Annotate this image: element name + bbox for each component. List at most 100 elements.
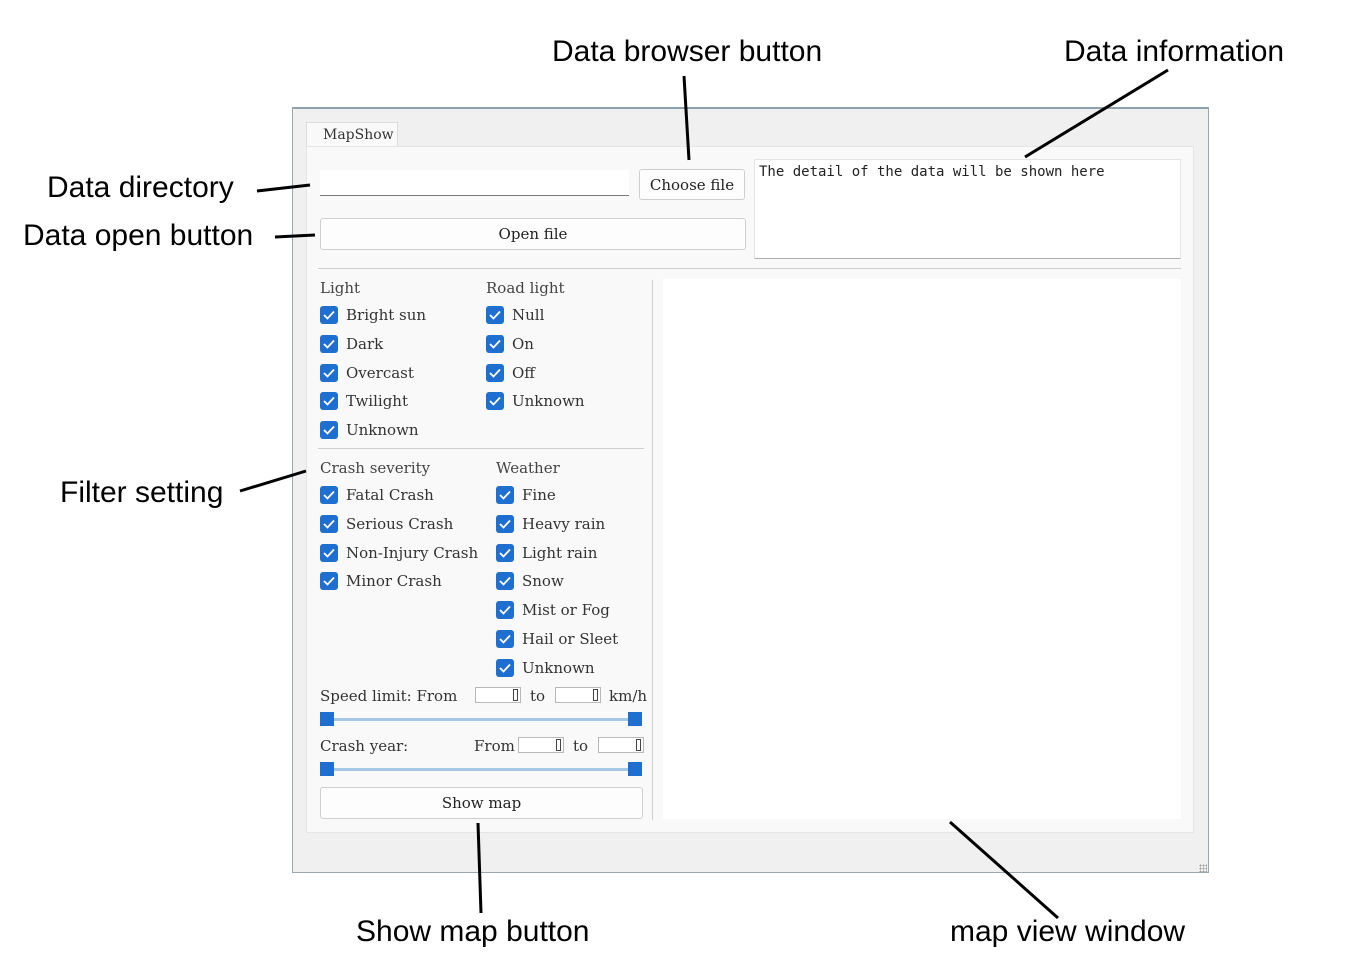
checkbox-non-injury-crash[interactable]: Non-Injury Crash (320, 543, 478, 562)
checkbox-unknown[interactable]: Unknown (486, 392, 585, 411)
top-divider (318, 268, 1181, 269)
checkbox-label: Unknown (522, 658, 595, 677)
checkmark-icon[interactable] (496, 601, 514, 620)
checkbox-overcast[interactable]: Overcast (320, 363, 414, 382)
checkbox-label: Bright sun (346, 306, 427, 324)
checkbox-label: Off (512, 363, 535, 382)
callout-data-open-button: Data open button (23, 219, 254, 252)
checkbox-label: Fine (522, 486, 556, 504)
weather-group-title: Weather (496, 459, 560, 477)
checkmark-icon[interactable] (320, 486, 338, 504)
checkbox-label: Dark (346, 334, 384, 353)
checkmark-icon[interactable] (496, 514, 514, 533)
checkbox-snow[interactable]: Snow (496, 572, 564, 591)
speed-to-label: to (530, 687, 546, 705)
checkbox-null[interactable]: Null (486, 306, 544, 324)
checkbox-label: Unknown (512, 392, 585, 411)
checkbox-label: Heavy rain (522, 514, 606, 533)
speed-to-spinbox[interactable]: 0 (555, 687, 601, 703)
year-slider-min-handle[interactable] (320, 762, 334, 776)
checkbox-label: Serious Crash (346, 514, 454, 533)
checkmark-icon[interactable] (486, 306, 504, 324)
checkbox-fatal-crash[interactable]: Fatal Crash (320, 486, 434, 504)
checkmark-icon[interactable] (320, 572, 338, 591)
checkmark-icon[interactable] (320, 543, 338, 562)
year-from-spinbox[interactable]: 0 (518, 737, 564, 753)
checkbox-label: Fatal Crash (346, 486, 434, 504)
checkmark-icon[interactable] (486, 334, 504, 353)
checkbox-twilight[interactable]: Twilight (320, 392, 408, 411)
checkmark-icon[interactable] (486, 363, 504, 382)
checkmark-icon[interactable] (496, 572, 514, 591)
tab-mapshow[interactable]: MapShow (306, 122, 398, 147)
crash-year-label: Crash year: (320, 737, 409, 755)
checkmark-icon[interactable] (496, 486, 514, 504)
checkbox-unknown[interactable]: Unknown (496, 658, 595, 677)
crash-severity-group-title: Crash severity (320, 459, 431, 477)
year-slider-track[interactable] (327, 768, 635, 771)
data-info-box[interactable]: The detail of the data will be shown her… (754, 159, 1181, 259)
checkbox-label: Hail or Sleet (522, 630, 619, 648)
callout-map-view-window: map view window (950, 915, 1186, 948)
checkbox-label: On (512, 334, 534, 353)
checkbox-off[interactable]: Off (486, 363, 535, 382)
checkbox-on[interactable]: On (486, 334, 534, 353)
spin-arrows-icon[interactable] (636, 739, 641, 751)
crash-year-from-label: From (474, 737, 515, 755)
year-slider-max-handle[interactable] (628, 762, 642, 776)
callout-filter-setting: Filter setting (60, 476, 224, 509)
checkbox-unknown[interactable]: Unknown (320, 421, 419, 440)
checkbox-label: Unknown (346, 421, 419, 440)
speed-slider-max-handle[interactable] (628, 712, 642, 726)
checkbox-minor-crash[interactable]: Minor Crash (320, 572, 442, 591)
checkbox-label: Mist or Fog (522, 601, 610, 620)
checkbox-dark[interactable]: Dark (320, 334, 384, 353)
checkmark-icon[interactable] (486, 392, 504, 411)
checkmark-icon[interactable] (320, 421, 338, 440)
checkmark-icon[interactable] (320, 363, 338, 382)
checkbox-mist-or-fog[interactable]: Mist or Fog (496, 601, 610, 620)
checkbox-light-rain[interactable]: Light rain (496, 543, 598, 562)
checkbox-bright-sun[interactable]: Bright sun (320, 306, 426, 324)
checkmark-icon[interactable] (320, 306, 338, 324)
spin-arrows-icon[interactable] (513, 689, 518, 701)
data-directory-input[interactable] (320, 170, 629, 196)
checkmark-icon[interactable] (320, 514, 338, 533)
road-light-group-title: Road light (486, 279, 565, 297)
checkbox-label: Light rain (522, 543, 598, 562)
speed-unit-label: km/h (609, 687, 648, 705)
spin-arrows-icon[interactable] (593, 689, 598, 701)
year-to-spinbox[interactable]: 0 (598, 737, 644, 753)
checkmark-icon[interactable] (496, 543, 514, 562)
checkbox-label: Twilight (346, 392, 408, 411)
light-group-title: Light (320, 279, 361, 297)
checkbox-hail-or-sleet[interactable]: Hail or Sleet (496, 630, 618, 648)
speed-from-spinbox[interactable]: 0 (475, 687, 521, 703)
speed-limit-label: Speed limit: From (320, 687, 458, 705)
speed-slider-min-handle[interactable] (320, 712, 334, 726)
checkbox-label: Null (512, 306, 545, 324)
callout-data-information: Data information (1064, 35, 1285, 68)
choose-file-button[interactable]: Choose file (639, 169, 745, 200)
checkbox-label: Overcast (346, 363, 414, 382)
filter-divider (318, 448, 644, 449)
callout-data-browser-button: Data browser button (552, 35, 823, 68)
speed-slider-track[interactable] (327, 718, 635, 721)
checkbox-heavy-rain[interactable]: Heavy rain (496, 514, 606, 533)
map-view-window[interactable] (663, 279, 1181, 819)
panel-divider (652, 280, 653, 820)
checkmark-icon[interactable] (496, 658, 514, 677)
open-file-button[interactable]: Open file (320, 218, 746, 250)
show-map-button[interactable]: Show map (320, 787, 643, 819)
spin-arrows-icon[interactable] (556, 739, 561, 751)
checkbox-label: Snow (522, 572, 564, 591)
callout-data-directory: Data directory (47, 171, 234, 204)
callout-show-map-button: Show map button (356, 915, 590, 948)
resize-grip-icon[interactable] (1199, 864, 1207, 872)
checkmark-icon[interactable] (320, 334, 338, 353)
checkbox-serious-crash[interactable]: Serious Crash (320, 514, 454, 533)
checkmark-icon[interactable] (320, 392, 338, 411)
checkbox-label: Minor Crash (346, 572, 442, 591)
checkmark-icon[interactable] (496, 630, 514, 648)
checkbox-fine[interactable]: Fine (496, 486, 556, 504)
